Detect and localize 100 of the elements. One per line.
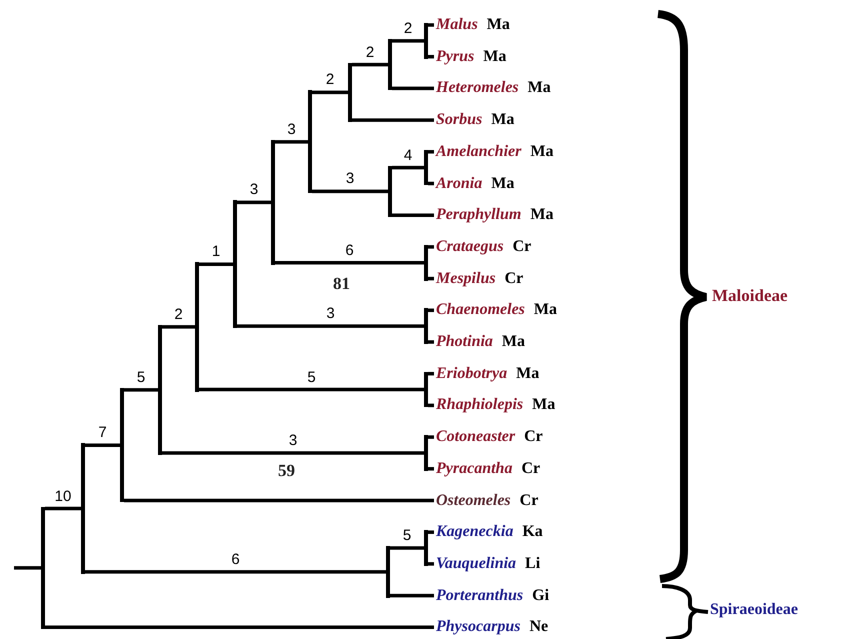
genus-name: Eriobotrya	[436, 364, 508, 382]
tree-branch	[199, 262, 233, 266]
tree-branch	[428, 340, 434, 344]
group-code: Cr	[504, 270, 524, 287]
genus-name: Sorbus	[436, 111, 482, 128]
genus-name: Chaenomeles	[436, 301, 525, 318]
tree-branch	[14, 566, 41, 570]
tree-branch	[45, 626, 434, 630]
tree-branch	[392, 213, 434, 217]
tree-branch	[392, 86, 434, 90]
clade-junction	[233, 200, 237, 328]
tree-branch	[199, 388, 424, 392]
genus-name: Malus	[436, 16, 478, 33]
tree-branch	[124, 388, 158, 392]
branch-label: 5	[306, 370, 317, 385]
tree-branch	[428, 23, 434, 27]
clade-junction	[424, 244, 428, 281]
tree-branch	[45, 506, 81, 510]
branch-label: 2	[173, 306, 184, 322]
clade-junction	[308, 90, 312, 194]
genus-name: Aronia	[436, 174, 482, 192]
clade-junction	[424, 530, 428, 566]
branch-label: 3	[248, 182, 260, 198]
tree-branch	[428, 276, 434, 280]
tree-branch	[428, 372, 434, 376]
group-code: Li	[525, 554, 540, 572]
clade-junction	[424, 372, 428, 408]
genus-name: Photinia	[436, 333, 493, 350]
branch-label: 5	[136, 370, 146, 385]
group-code: Cr	[512, 238, 532, 255]
group-code: Ma	[502, 333, 526, 350]
group-code: Ma	[534, 301, 557, 318]
tree-branch	[428, 435, 434, 439]
tree-branch	[162, 325, 195, 329]
tree-branch	[428, 182, 434, 186]
tree-branch	[428, 245, 434, 249]
group-code: Ma	[516, 364, 540, 382]
tree-branch	[275, 261, 424, 264]
branch-label: 3	[286, 122, 297, 137]
tree-branch	[124, 498, 434, 502]
clade-junction	[388, 38, 392, 90]
branch-label: 6	[344, 242, 355, 258]
tree-branch	[428, 404, 434, 408]
subfamily-label: Maloideae	[712, 286, 788, 306]
clade-junction	[195, 262, 199, 392]
clade-junction	[386, 546, 390, 598]
group-code: Ma	[530, 142, 554, 160]
tree-branch	[390, 594, 434, 598]
tree-branch	[352, 118, 434, 122]
tree-branch	[428, 150, 434, 154]
clade-junction	[388, 166, 392, 218]
group-code: Cr	[524, 428, 543, 446]
group-code: Ma	[486, 16, 510, 33]
group-code: Ma	[532, 396, 556, 414]
genus-name: Vauquelinia	[436, 554, 516, 572]
genus-name: Mespilus	[436, 270, 496, 287]
tree-branch	[392, 166, 424, 170]
genus-name: Kageneckia	[436, 523, 514, 540]
group-code: Ma	[528, 79, 551, 96]
tree-branch	[352, 62, 388, 66]
branch-label: 2	[402, 20, 414, 36]
tree-branch	[275, 140, 308, 144]
branch-label: 6	[230, 552, 241, 567]
bootstrap-value: 81	[333, 274, 350, 294]
clade-junction	[348, 62, 352, 122]
tree-branch	[428, 467, 434, 471]
tree-branch	[390, 546, 424, 550]
genus-name: Physocarpus	[436, 618, 520, 636]
group-code: Cr	[521, 460, 540, 477]
group-code: Ma	[483, 48, 506, 65]
branch-label: 3	[325, 306, 336, 322]
clade-junction	[81, 443, 85, 574]
group-code: Gi	[532, 586, 550, 604]
branch-label: 5	[402, 528, 412, 544]
group-code: Ma	[491, 174, 514, 192]
bootstrap-value: 59	[278, 461, 295, 481]
genus-name: Pyracantha	[436, 460, 512, 477]
tree-branch	[312, 190, 388, 194]
group-code: Ka	[522, 523, 543, 540]
branch-label: 2	[364, 44, 376, 60]
clade-junction	[120, 388, 124, 502]
subfamily-label: Spiraeoideae	[710, 601, 798, 619]
genus-name: Cotoneaster	[436, 428, 516, 446]
genus-name: Crataegus	[436, 238, 504, 255]
tree-branch	[85, 443, 120, 447]
genus-name: Heteromeles	[436, 79, 519, 96]
clade-junction	[424, 150, 428, 186]
genus-name: Peraphyllum	[436, 206, 522, 224]
clade-junction	[158, 324, 162, 455]
genus-name: Porteranthus	[436, 586, 524, 604]
tree-branch	[428, 530, 434, 534]
genus-name: Amelanchier	[436, 142, 522, 160]
clade-junction	[41, 506, 45, 630]
genus-name: Osteomeles	[436, 492, 511, 508]
tree-branch	[428, 562, 434, 566]
tree-branch	[428, 54, 434, 58]
branch-label: 3	[288, 432, 298, 448]
group-code: Ne	[529, 618, 548, 636]
tree-branch	[85, 570, 386, 574]
tree-branch	[237, 200, 271, 204]
